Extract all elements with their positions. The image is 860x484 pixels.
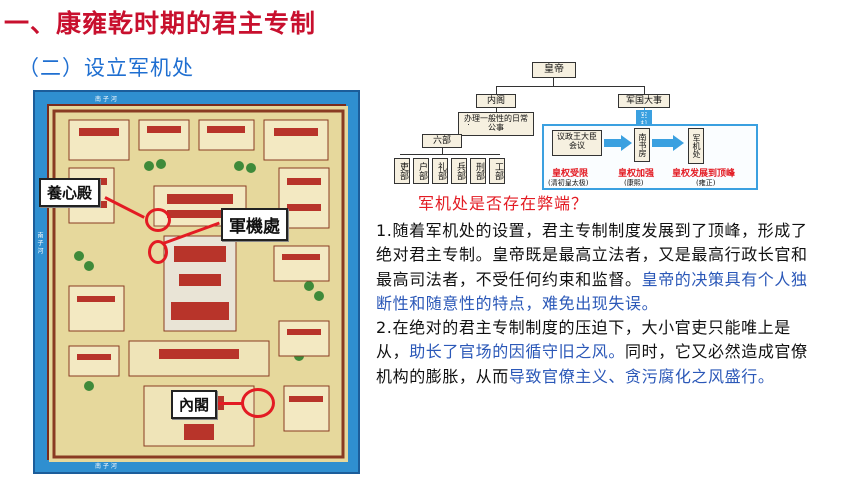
paragraph-2-highlight-b: 导致官僚主义、贪污腐化之风盛行。 [508, 366, 775, 386]
analysis-text: 1.随着军机处的设置，君主专制制度发展到了顶峰，形成了绝对君主专制。皇帝既是最高… [376, 219, 812, 389]
stage-3-text: 皇权发展到顶峰 [672, 169, 736, 179]
map-road-label-left: 南 子 河 [36, 232, 43, 254]
nanshufang-box: 南书房 [634, 128, 650, 162]
neige-label: 內閣 [171, 390, 218, 419]
ministry-bing: 兵部 [451, 158, 467, 184]
connector [553, 78, 554, 86]
arrow-2 [652, 139, 674, 147]
connector [442, 148, 443, 154]
connector [644, 86, 645, 94]
stage-3-sub: (雍正) [696, 179, 716, 187]
connector [644, 108, 645, 124]
neige-marker [241, 388, 275, 418]
paragraph-1-normal: 1.随着军机处的设置，君主专制制度发展到了顶峰，形成了绝对君主专制。皇帝既是最高… [376, 221, 808, 289]
stage-1-text: 皇权受限 [552, 169, 589, 179]
question-heading: 军机处是否存在弊端？ [418, 194, 589, 213]
ministry-gong: 工部 [489, 158, 505, 184]
paragraph-2-highlight-a: 助长了官场的因循守旧之风。 [409, 342, 626, 362]
ministry-li-rites: 礼部 [432, 158, 448, 184]
palace-map: 南 子 河 南 子 河 南 子 河 [33, 90, 360, 474]
stage-2-sub: (康熙) [624, 179, 644, 187]
neige-box: 内阁 [476, 94, 516, 108]
map-road-label-top: 南 子 河 [95, 96, 117, 103]
paragraph-1-highlight: 皇帝的决策具有个人独断性和随意性的特点，难免出现失误。 [376, 269, 808, 313]
junguo-box: 军国大事 [618, 94, 670, 108]
neige-duty-box: 办理一般性的日常公事 [458, 112, 534, 136]
liubu-box: 六部 [422, 134, 462, 148]
paragraph-2-normal-a: 2.在绝对的君主专制制度的压迫下，大小官吏只能唯上是从， [376, 318, 791, 362]
arrow-1 [604, 139, 622, 147]
neige-leader [211, 402, 243, 405]
yizheng-box: 议政王大臣会议 [552, 130, 602, 156]
yangxin-hall-marker [145, 208, 171, 232]
ministry-hu: 户部 [413, 158, 429, 184]
stage-2-text: 皇权加强 [618, 169, 655, 179]
paragraph-2-normal-b: 同时，它又必然造成官僚机构的膨胀，从而 [376, 342, 808, 386]
connector [468, 124, 469, 125]
junjichu-marker [148, 240, 168, 264]
junjichu-label: 軍機處 [221, 208, 288, 241]
arrow-1-head [621, 135, 632, 151]
ministry-xing: 刑部 [470, 158, 486, 184]
arrow-2-head [673, 135, 684, 151]
power-structure-diagram: 皇帝 内阁 办理一般性的日常公事 军国大事 军机 六部 吏部 户部 礼部 兵部 … [392, 62, 768, 192]
page-title: 一、康雍乾时期的君主专制 [4, 9, 317, 38]
connector [496, 86, 497, 94]
connector [496, 108, 497, 112]
emperor-box: 皇帝 [532, 62, 576, 78]
section-title: （二）设立军机处 [18, 56, 194, 80]
map-road-label-bottom: 南 子 河 [95, 463, 117, 470]
connector [400, 154, 500, 155]
stage-1-sub: (清初皇太极) [548, 179, 589, 187]
ministry-li-personnel: 吏部 [394, 158, 410, 184]
connector [496, 86, 644, 87]
yangxin-hall-label: 養心殿 [39, 178, 101, 207]
junjichu-box: 军机处 [688, 128, 704, 164]
